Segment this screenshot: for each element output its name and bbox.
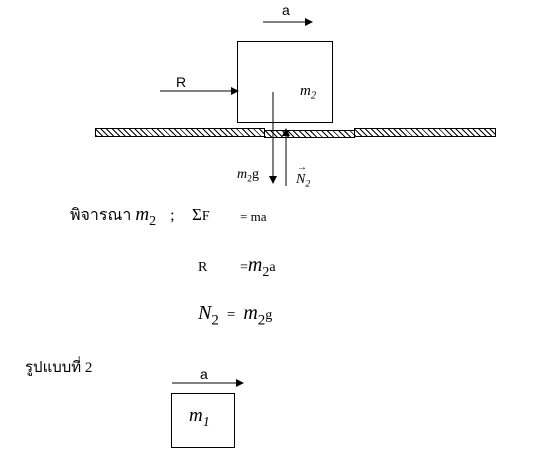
section-2-heading: รูปแบบที่ 2 <box>25 360 93 376</box>
sum-forces: ΣF <box>192 205 210 224</box>
equation-2-lhs: R <box>198 260 208 275</box>
ground-surface-right <box>354 128 496 137</box>
applied-force-label: R <box>176 74 187 90</box>
normal-vector-icon: → <box>297 162 307 173</box>
block-m1 <box>171 393 235 448</box>
acceleration-label: a <box>282 2 290 18</box>
acceleration-label-2: a <box>200 366 208 382</box>
weight-label: m2g <box>237 167 260 185</box>
consider-line: พิจารณา m2; <box>70 204 175 229</box>
equation-1-rhs: = ma <box>240 209 267 224</box>
block-m1-label: m1 <box>189 405 210 430</box>
block-m2 <box>237 41 333 123</box>
equation-3: N2=m2g <box>198 302 273 329</box>
normal-force-label: →N2 <box>296 162 311 190</box>
block-m2-label: m2 <box>300 83 317 102</box>
equation-2-rhs: =m2a <box>240 254 276 280</box>
